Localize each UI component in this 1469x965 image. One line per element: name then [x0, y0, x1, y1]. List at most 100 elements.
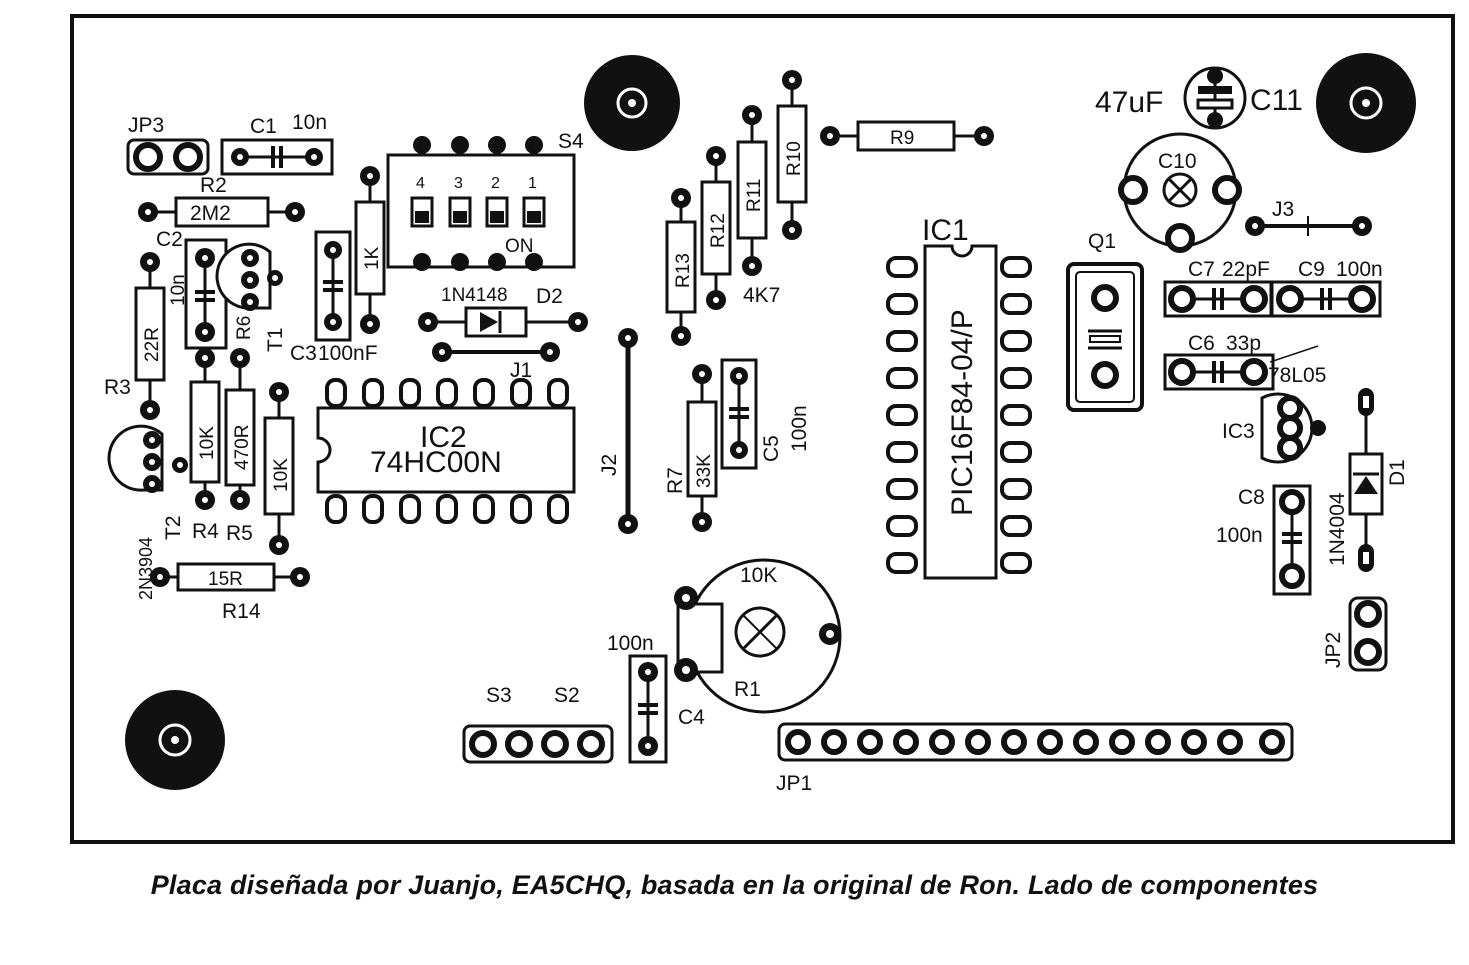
label-r11: R11 — [744, 179, 765, 212]
label-s4-pos1: 4 — [416, 175, 425, 192]
resistor-r4 — [189, 348, 221, 510]
label-r14: R14 — [222, 600, 261, 623]
label-d2-part: 1N4148 — [441, 285, 508, 306]
label-r4: R4 — [192, 520, 219, 543]
label-c4-value: 100n — [607, 632, 654, 655]
label-t1: T1 — [264, 327, 287, 352]
label-j3: J3 — [1272, 198, 1294, 221]
resistor-r3 — [134, 252, 166, 420]
capacitor-c1 — [220, 138, 334, 176]
label-ic1-part: PIC16F84-04/P — [946, 309, 979, 516]
resistor-r5 — [224, 348, 256, 510]
label-c5-value: 100n — [788, 405, 811, 452]
regulator-ic3 — [1260, 392, 1326, 464]
label-c8: C8 — [1238, 486, 1265, 509]
label-c2-value: 10n — [168, 274, 189, 306]
resistor-r7 — [686, 364, 718, 532]
board-outline — [70, 14, 1455, 844]
resistor-r8 — [354, 166, 386, 334]
label-r5: R5 — [226, 522, 253, 545]
label-r15-value: 10K — [271, 458, 292, 492]
label-s2: S2 — [554, 684, 580, 707]
label-ic3-part: 78L05 — [1268, 364, 1326, 387]
resistor-r9 — [820, 120, 994, 152]
label-c3: C3 — [290, 342, 317, 365]
label-r3: R3 — [104, 376, 131, 399]
label-r7-value: 33K — [694, 454, 715, 488]
transistor-t2 — [107, 424, 188, 493]
label-s4: S4 — [558, 130, 584, 153]
label-r8-value: 1K — [362, 246, 383, 270]
label-r6: R6 — [234, 316, 255, 340]
jumper-j2 — [618, 328, 638, 534]
label-d1: D1 — [1386, 459, 1409, 486]
capacitor-c5 — [720, 358, 758, 470]
label-ic1: IC1 — [922, 214, 969, 247]
label-r13: R13 — [673, 253, 694, 288]
label-t2-part: 2N3904 — [136, 537, 156, 600]
label-c3-value: 100nF — [318, 342, 378, 365]
resistor-r11 — [736, 105, 768, 276]
label-s4-pos2: 3 — [454, 175, 463, 192]
label-q1: Q1 — [1088, 230, 1116, 253]
resistor-r2 — [138, 196, 305, 228]
diode-d1 — [1348, 388, 1384, 572]
label-r4-value: 10K — [197, 426, 218, 460]
label-s4-pos4: 1 — [528, 175, 537, 192]
label-r1-value: 10K — [740, 564, 777, 587]
crystal-q1 — [1066, 262, 1144, 412]
label-c1-value: 10n — [292, 111, 327, 134]
label-c9: C9 — [1298, 258, 1325, 281]
resistor-r10 — [776, 70, 808, 240]
capacitor-c4 — [628, 654, 668, 764]
label-d1-part: 1N4004 — [1326, 492, 1349, 566]
label-jp3: JP3 — [128, 114, 164, 137]
label-c5: C5 — [760, 435, 783, 462]
capacitor-c3 — [314, 230, 352, 342]
jumper-j3 — [1245, 216, 1372, 236]
label-d2: D2 — [536, 285, 563, 308]
capacitor-c11 — [1183, 66, 1247, 130]
label-c6: C6 — [1188, 332, 1215, 355]
label-r2-value: 2M2 — [190, 202, 231, 225]
label-c8-value: 100n — [1216, 524, 1263, 547]
label-4k7: 4K7 — [743, 284, 780, 307]
label-r3-value: 22R — [142, 327, 163, 362]
label-r5-value: 470R — [232, 425, 253, 470]
label-c9-value: 100n — [1336, 258, 1383, 281]
jp2-header — [1348, 596, 1388, 672]
diode-d2 — [418, 306, 588, 338]
capacitor-c2 — [184, 238, 228, 350]
label-s3: S3 — [486, 684, 512, 707]
transistor-t1 — [215, 242, 283, 311]
label-c10: C10 — [1158, 150, 1197, 173]
label-r9: R9 — [890, 128, 914, 149]
label-c2: C2 — [156, 228, 183, 251]
label-s4-on: ON — [505, 236, 534, 257]
leader-line — [1269, 345, 1319, 363]
s2-s3-header — [462, 724, 614, 764]
label-r1: R1 — [734, 678, 761, 701]
label-r12: R12 — [708, 213, 729, 248]
label-s4-pos3: 2 — [491, 175, 500, 192]
resistor-r14 — [150, 562, 310, 592]
capacitor-c9 — [1270, 280, 1382, 318]
label-r2: R2 — [200, 174, 227, 197]
ic1-pic16f84 — [886, 244, 1032, 580]
label-c1: C1 — [250, 115, 277, 138]
capacitor-c6 — [1163, 353, 1275, 391]
trimmer-c10 — [1118, 132, 1242, 253]
label-r14-value: 15R — [208, 569, 243, 590]
mounting-hole — [1316, 53, 1416, 153]
label-c4: C4 — [678, 706, 705, 729]
jumper-j1 — [432, 342, 560, 362]
mounting-hole — [125, 690, 225, 790]
resistor-r13 — [665, 188, 697, 346]
capacitor-c7 — [1163, 280, 1273, 318]
label-jp1: JP1 — [776, 772, 812, 795]
capacitor-c8 — [1272, 484, 1312, 596]
potentiometer-r1 — [674, 558, 842, 714]
dip-switch-s4 — [386, 136, 576, 271]
label-ic2: IC2 — [420, 421, 467, 454]
